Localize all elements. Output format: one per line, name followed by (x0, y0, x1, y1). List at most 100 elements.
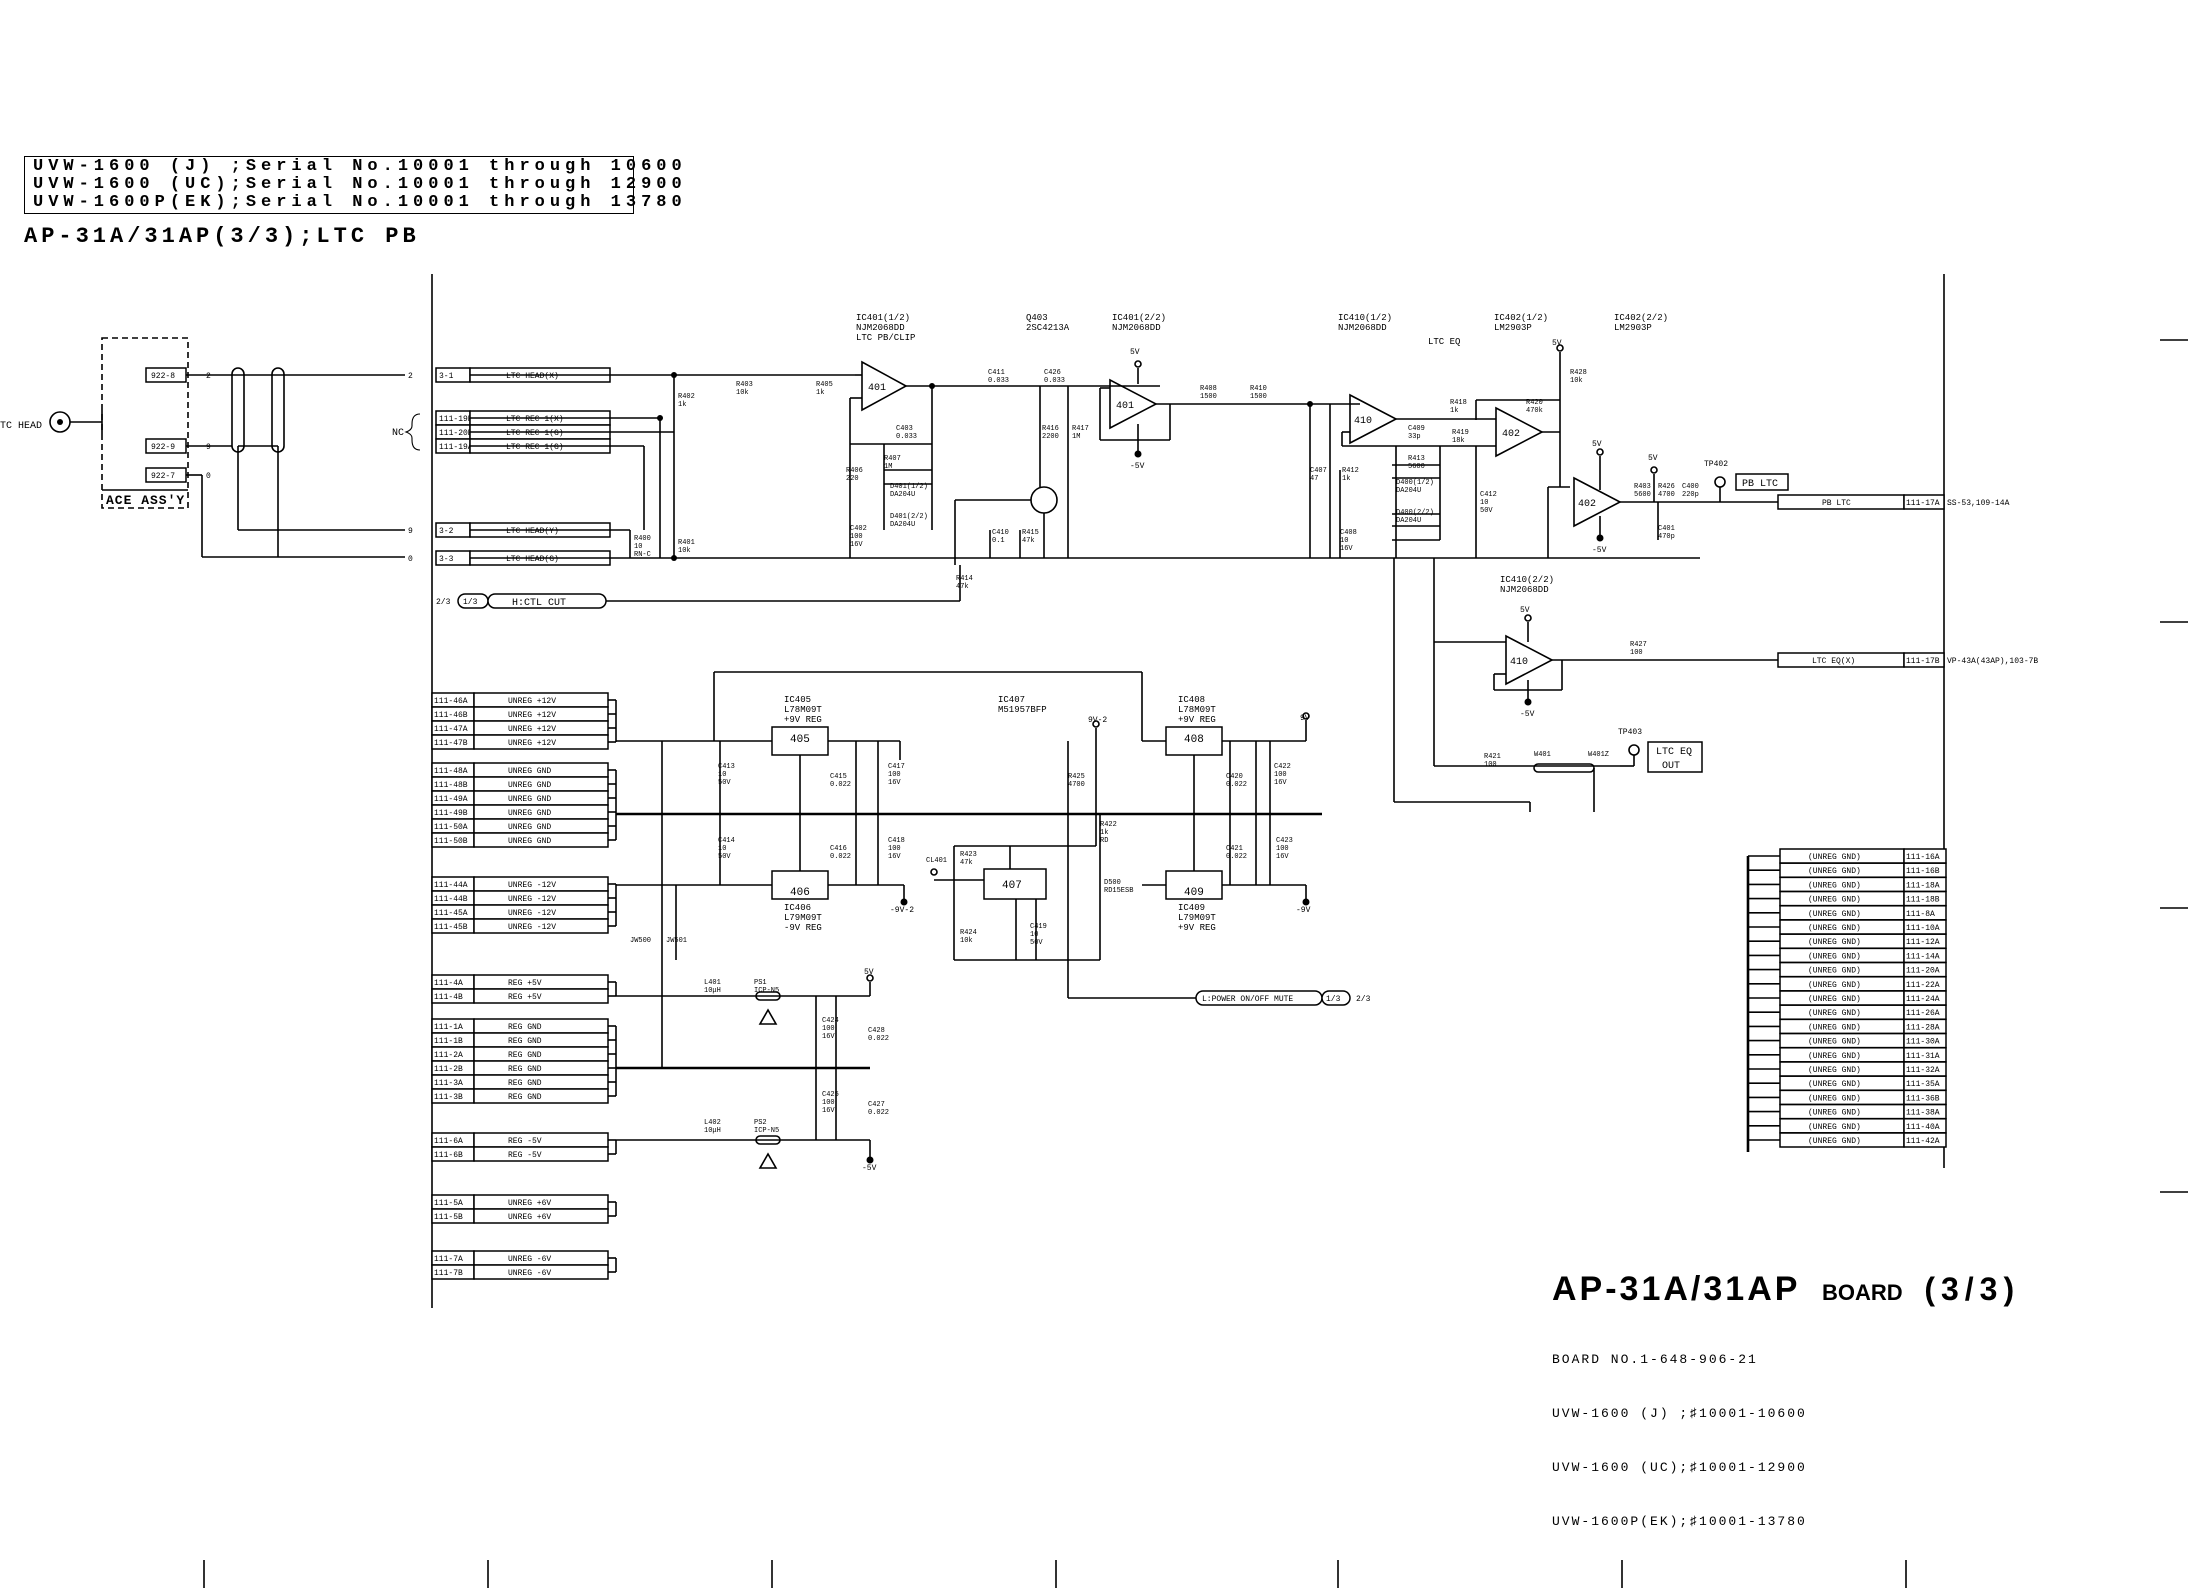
supply-name-label: UNREG -6V (508, 1269, 551, 1278)
component-label: R408 (1200, 385, 1217, 393)
component-label: 1500 (1250, 393, 1267, 401)
supply-name-label: REG +5V (508, 979, 542, 988)
component-label: D400(2/2) (1396, 509, 1434, 517)
component-label: 47k (1022, 537, 1035, 545)
rail-label: -5V (1520, 710, 1535, 719)
rail-label: -9V-2 (890, 906, 914, 915)
component-label: DA204U (1396, 517, 1421, 525)
ic-label: +9V REG (1178, 715, 1216, 725)
ic-label: L79M09T (784, 913, 822, 923)
rail-label: -5V (1130, 462, 1145, 471)
supply-name-label: UNREG -12V (508, 909, 556, 918)
out-ltc-eq-dest: VP-43A(43AP),103-7B (1947, 657, 2038, 666)
supply-name-label: UNREG -12V (508, 881, 556, 890)
component-label: RN-C (634, 551, 651, 559)
component-label: 4700 (1658, 491, 1675, 499)
component-label: C424 (822, 1017, 839, 1025)
component-label: 0.022 (868, 1035, 889, 1043)
component-label: 5600 (1408, 463, 1425, 471)
supply-conn-label: 111-5B (434, 1213, 463, 1222)
power-mute-sheet-label: 1/3 (1326, 995, 1341, 1004)
opamp-num: 410 (1510, 657, 1528, 668)
pin-num: 2 (206, 372, 211, 381)
power-mute-ref: 2/3 (1356, 995, 1371, 1004)
board-number: BOARD NO.1-648-906-21 (1552, 1352, 1758, 1367)
component-label: R428 (1570, 369, 1587, 377)
supply-name-label: UNREG GND (508, 767, 551, 776)
component-label: 0.022 (1226, 781, 1247, 789)
input-name-label: LTC HEAD(X) (506, 372, 559, 381)
supply-name-label: REG GND (508, 1023, 542, 1032)
rail-label: 5V (1130, 348, 1140, 357)
sheet-title: AP-31A/31AP(3/3);LTC PB (24, 224, 420, 249)
component-label: 0.022 (830, 781, 851, 789)
gnd-name-label: (UNREG GND) (1808, 1094, 1861, 1103)
gnd-name-label: (UNREG GND) (1808, 967, 1861, 976)
component-label: RD15ESB (1104, 887, 1133, 895)
component-label: 2200 (1042, 433, 1059, 441)
opamp-num: 402 (1578, 499, 1596, 510)
rail-label: 5V (1648, 454, 1658, 463)
gnd-conn-label: 111-18B (1906, 896, 1940, 905)
gnd-name-label: (UNREG GND) (1808, 1080, 1861, 1089)
supply-name-label: UNREG +6V (508, 1213, 551, 1222)
testpoint-tp402[interactable] (1714, 476, 1726, 488)
component-label: R419 (1452, 429, 1469, 437)
board-info: BOARD NO.1-648-906-21 UVW-1600 (J) ;♯100… (1552, 1315, 1807, 1567)
supply-name-label: UNREG +12V (508, 697, 556, 706)
supply-conn-label: 111-7B (434, 1269, 463, 1278)
opamp-num: 401 (868, 383, 886, 394)
input-conn-label: 111-19B (439, 415, 473, 424)
supply-name-label: UNREG +12V (508, 711, 556, 720)
component-label: 16V (850, 541, 863, 549)
supply-name-label: UNREG -6V (508, 1255, 551, 1264)
input-conn-label: 111-19A (439, 443, 473, 452)
component-label: R420 (1526, 399, 1543, 407)
rail-node (1596, 534, 1604, 542)
component-label: R418 (1450, 399, 1467, 407)
component-label: 1500 (1200, 393, 1217, 401)
component-label: C420 (1226, 773, 1243, 781)
ic-label: IC401(1/2) (856, 313, 910, 323)
component-label: 100 (1484, 761, 1497, 769)
out-pb-ltc-conn (1903, 494, 1945, 510)
gnd-name-label: (UNREG GND) (1808, 1123, 1861, 1132)
component-label: R405 (816, 381, 833, 389)
component-label: 4700 (1068, 781, 1085, 789)
component-label: W401Z (1588, 751, 1609, 759)
gnd-conn-label: 111-10A (1906, 924, 1940, 933)
testpoint-tp403[interactable] (1628, 744, 1640, 756)
ltc-eq-out-tag-a: LTC EQ (1656, 747, 1692, 758)
board-title-word: BOARD (1822, 1280, 1903, 1305)
component-label: R424 (960, 929, 977, 937)
component-label: 1k (1342, 475, 1350, 483)
component-label: C416 (830, 845, 847, 853)
component-label: 50V (718, 853, 731, 861)
component-label: 100 (822, 1099, 835, 1107)
input-pin-num: 9 (408, 527, 413, 536)
ltc-eq-label: LTC EQ (1428, 337, 1460, 347)
ic-label: NJM2068DD (1112, 323, 1161, 333)
supply-conn-label: 111-46B (434, 711, 468, 720)
supply-name-label: UNREG GND (508, 795, 551, 804)
ic-label: M51957BFP (998, 705, 1047, 715)
board-serial-line: UVW-1600P(EK);♯10001-13780 (1552, 1514, 1807, 1529)
component-label: R410 (1250, 385, 1267, 393)
ic-label: IC408 (1178, 695, 1205, 705)
reg-num: 409 (1184, 887, 1204, 899)
component-label: C412 (1480, 491, 1497, 499)
ic-label: 2SC4213A (1026, 323, 1070, 333)
ic-label: IC409 (1178, 903, 1205, 913)
component-label: C410 (992, 529, 1009, 537)
ic-label: NJM2068DD (1500, 585, 1549, 595)
component-label: R414 (956, 575, 973, 583)
supply-name-label: REG -5V (508, 1137, 542, 1146)
supply-conn-label: 111-3B (434, 1093, 463, 1102)
ic-label: IC410(1/2) (1338, 313, 1392, 323)
right-gnd-connectors: (UNREG GND)111-16A(UNREG GND)111-16B(UNR… (1746, 848, 1947, 1152)
gnd-conn-label: 111-8A (1906, 910, 1935, 919)
component-label: RD (1100, 837, 1108, 845)
rail-node (1134, 450, 1142, 458)
supply-conn-label: 111-4B (434, 993, 463, 1002)
